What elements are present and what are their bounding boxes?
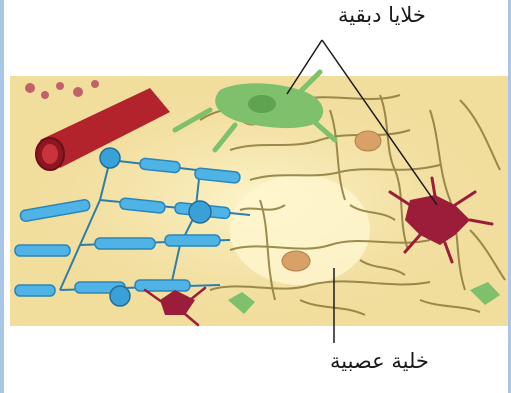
glial-cells-label: خلايا دبقية <box>338 3 426 27</box>
nerve-cell-label: خلية عصبية <box>330 349 429 373</box>
